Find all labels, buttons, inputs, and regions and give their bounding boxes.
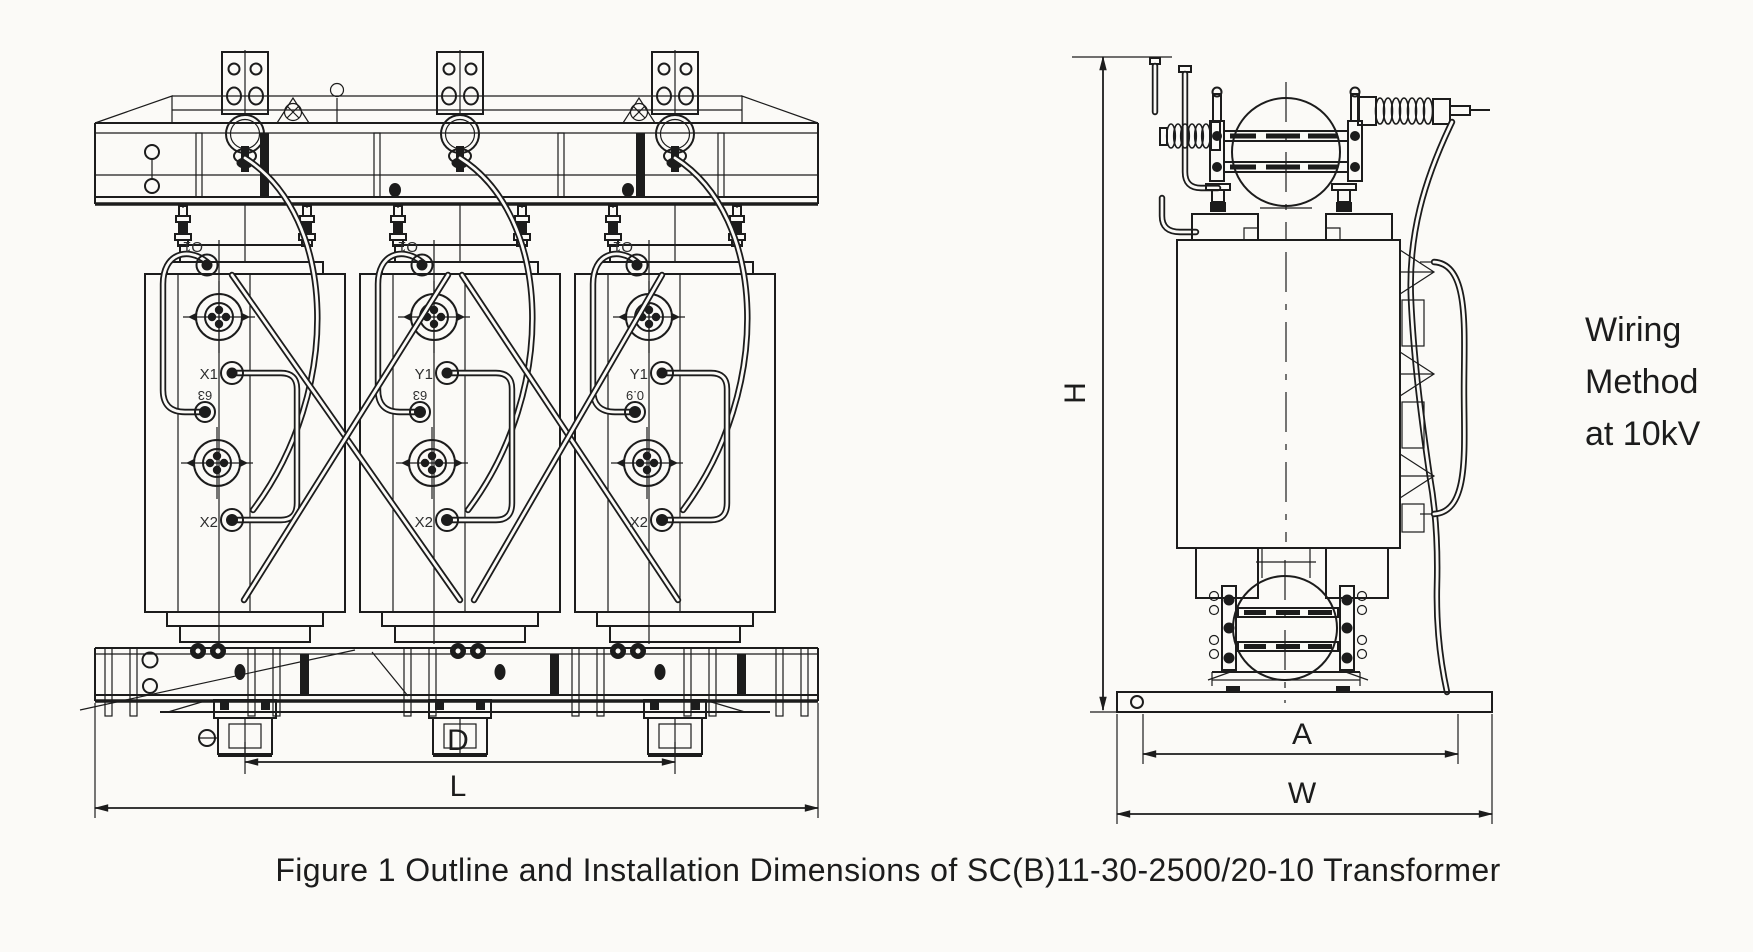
- side-top-conductors: [1149, 57, 1222, 236]
- terminal-sublabel-1: 63: [198, 388, 212, 403]
- front-view: D L O1 X1 63 X2 O1 Y1 63 X2 O1 Y1 0.9 X2: [79, 49, 820, 818]
- lifting-lug: [436, 49, 484, 173]
- terminal-label-bottom-1: X2: [200, 514, 218, 531]
- side-cable-bracket: [1420, 258, 1468, 518]
- side-dim-h: H: [1059, 55, 1172, 713]
- wiring-note-line-1: Wiring: [1585, 311, 1681, 349]
- front-wheels: [198, 699, 707, 757]
- front-coil-3: [575, 158, 775, 644]
- side-bottom-clamp: [1195, 547, 1389, 703]
- front-interphase-cables: [228, 271, 682, 604]
- front-dim-l: L: [93, 703, 820, 818]
- terminal-label-bottom-2: X2: [415, 514, 433, 531]
- front-coil-1: [145, 158, 345, 644]
- terminal-label-top-1: O1: [183, 238, 203, 255]
- side-top-clamp: [1191, 82, 1393, 241]
- terminal-sublabel-2: 63: [413, 388, 427, 403]
- front-dim-d: D: [243, 724, 677, 774]
- side-hv-insulator-right: [1357, 96, 1490, 126]
- side-dim-a: A: [1141, 714, 1460, 764]
- terminal-label-top-2: O1: [398, 238, 418, 255]
- dim-label-l: L: [450, 770, 467, 803]
- figure-caption: Figure 1 Outline and Installation Dimens…: [275, 852, 1500, 888]
- side-cable: [1407, 118, 1456, 696]
- front-base-beam: [79, 643, 819, 717]
- dim-label-d: D: [447, 724, 469, 757]
- terminal-label-mid-1: X1: [200, 366, 218, 383]
- dim-label-h: H: [1059, 382, 1092, 404]
- front-terminal-labels: O1 X1 63 X2 O1 Y1 63 X2 O1 Y1 0.9 X2: [183, 238, 648, 531]
- wiring-method-note: Wiring Method at 10kV: [1585, 311, 1701, 453]
- dim-label-a: A: [1292, 718, 1312, 751]
- side-body: [1176, 239, 1401, 549]
- front-coil-2: [360, 158, 560, 644]
- terminal-label-mid-2: Y1: [415, 366, 433, 383]
- wiring-note-line-2: Method: [1585, 363, 1698, 401]
- side-base-plate: [1116, 691, 1493, 713]
- wiring-note-line-3: at 10kV: [1585, 415, 1701, 453]
- terminal-label-bottom-3: X2: [630, 514, 648, 531]
- terminal-label-top-3: O1: [613, 238, 633, 255]
- side-cooling-fins: [1399, 248, 1436, 533]
- lifting-lug: [651, 49, 699, 173]
- terminal-sublabel-3: 0.9: [626, 388, 644, 403]
- terminal-label-mid-3: Y1: [630, 366, 648, 383]
- side-view: H: [1059, 55, 1494, 824]
- dim-label-w: W: [1288, 777, 1317, 810]
- front-top-beam: [94, 82, 819, 206]
- side-dim-w: W: [1115, 714, 1494, 824]
